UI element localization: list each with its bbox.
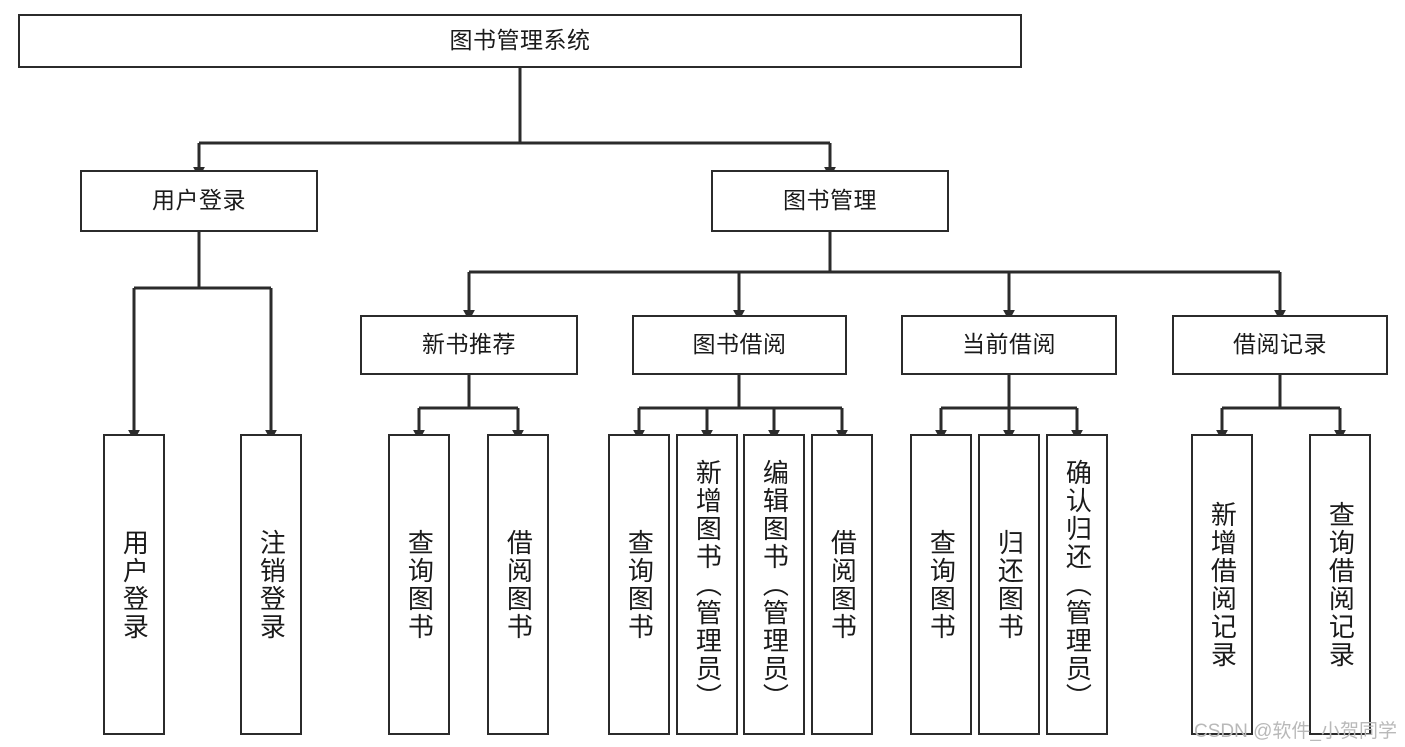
node-current-borrow[interactable]: 当前借阅 — [901, 315, 1117, 375]
node-book-manage[interactable]: 图书管理 — [711, 170, 949, 232]
node-leaf-add-record[interactable]: 新增借阅记录 — [1191, 434, 1253, 735]
node-user-login[interactable]: 用户登录 — [80, 170, 318, 232]
node-leaf-confirm-return-label: 确认归还（管理员） — [1062, 458, 1093, 711]
node-leaf-logout-label: 注销登录 — [256, 528, 287, 641]
node-leaf-query-record[interactable]: 查询借阅记录 — [1309, 434, 1371, 735]
node-leaf-query-book-2-label: 查询图书 — [624, 528, 655, 641]
node-leaf-add-book[interactable]: 新增图书（管理员） — [676, 434, 738, 735]
node-leaf-add-record-label: 新增借阅记录 — [1207, 500, 1238, 669]
node-root[interactable]: 图书管理系统 — [18, 14, 1022, 68]
node-root-label: 图书管理系统 — [449, 27, 591, 54]
node-leaf-query-book-1[interactable]: 查询图书 — [388, 434, 450, 735]
node-leaf-borrow-book-2-label: 借阅图书 — [827, 528, 858, 641]
node-leaf-confirm-return[interactable]: 确认归还（管理员） — [1046, 434, 1108, 735]
node-leaf-borrow-book-1-label: 借阅图书 — [503, 528, 534, 641]
node-book-borrow[interactable]: 图书借阅 — [632, 315, 847, 375]
node-book-manage-label: 图书管理 — [783, 187, 877, 214]
node-new-book-rec-label: 新书推荐 — [422, 331, 516, 358]
node-leaf-query-book-3[interactable]: 查询图书 — [910, 434, 972, 735]
node-user-login-label: 用户登录 — [152, 187, 246, 214]
node-leaf-return-book[interactable]: 归还图书 — [978, 434, 1040, 735]
node-leaf-logout[interactable]: 注销登录 — [240, 434, 302, 735]
node-leaf-query-book-2[interactable]: 查询图书 — [608, 434, 670, 735]
node-borrow-record-label: 借阅记录 — [1233, 331, 1327, 358]
node-leaf-borrow-book-2[interactable]: 借阅图书 — [811, 434, 873, 735]
node-leaf-user-login[interactable]: 用户登录 — [103, 434, 165, 735]
node-leaf-query-book-3-label: 查询图书 — [926, 528, 957, 641]
node-leaf-edit-book-label: 编辑图书（管理员） — [759, 458, 790, 711]
node-leaf-add-book-label: 新增图书（管理员） — [692, 458, 723, 711]
watermark: CSDN @软件_小贺同学 — [1194, 721, 1397, 742]
node-leaf-borrow-book-1[interactable]: 借阅图书 — [487, 434, 549, 735]
node-leaf-return-book-label: 归还图书 — [994, 528, 1025, 641]
node-current-borrow-label: 当前借阅 — [962, 331, 1056, 358]
node-leaf-user-login-label: 用户登录 — [119, 528, 150, 641]
node-leaf-edit-book[interactable]: 编辑图书（管理员） — [743, 434, 805, 735]
node-borrow-record[interactable]: 借阅记录 — [1172, 315, 1388, 375]
node-book-borrow-label: 图书借阅 — [692, 331, 787, 358]
node-leaf-query-record-label: 查询借阅记录 — [1325, 500, 1356, 669]
node-leaf-query-book-1-label: 查询图书 — [404, 528, 435, 641]
node-new-book-rec[interactable]: 新书推荐 — [360, 315, 578, 375]
